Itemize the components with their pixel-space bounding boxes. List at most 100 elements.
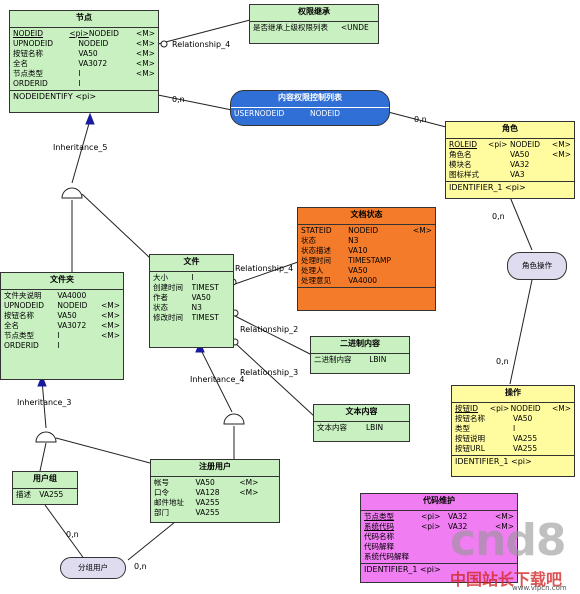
attribute-row: 系统代码解释 — [364, 552, 409, 561]
inheritance-label: Inheritance_3 — [17, 398, 72, 407]
relationship-label: Relationship_2 — [240, 325, 299, 334]
inheritance-label: Inheritance_4 — [190, 375, 245, 384]
entity-identifier: IDENTIFIER_1 <pi> — [361, 563, 517, 575]
cardinality-label: 0,n — [134, 562, 147, 571]
cardinality-label: 0,n — [172, 95, 185, 104]
entity-title: 角色 — [446, 122, 574, 139]
entity-attributes: 节点类型<pi>VA32<M> 系统代码<pi>VA32<M> 代码名称 代码解… — [361, 511, 517, 563]
entity-title: 二进制内容 — [311, 337, 409, 354]
entity-identifier: IDENTIFIER_1 <pi> — [452, 455, 574, 467]
attribute-row: 系统代码<pi>VA32<M> — [364, 522, 514, 531]
entity-title: 权限继承 — [250, 5, 378, 22]
entity-perm-inherit[interactable]: 权限继承 是否继承上级权限列表<UNDE — [249, 4, 379, 44]
relationship-label: Relationship_4 — [172, 40, 231, 49]
entity-title: 文档状态 — [298, 208, 435, 225]
entity-identifier: IDENTIFIER_1 <pi> — [446, 181, 574, 193]
attribute-row: 节点类型<pi>VA32<M> — [364, 512, 514, 521]
entity-title: 内容权限控制列表 — [231, 91, 389, 108]
watermark-site: 中国站长下载吧 — [450, 570, 563, 589]
relationship-label: Relationship_4 — [235, 264, 294, 273]
watermark-url: www.vipcn.com — [512, 584, 567, 592]
entity-code[interactable]: 代码维护 节点类型<pi>VA32<M> 系统代码<pi>VA32<M> 代码名… — [360, 493, 518, 583]
entity-title: 操作 — [452, 386, 574, 403]
entity-title: 节点 — [10, 11, 158, 28]
entity-identifier: NODEIDENTIFY <pi> — [10, 90, 158, 102]
cardinality-label: 0,n — [414, 115, 427, 124]
entity-title: 文件 — [150, 255, 233, 272]
cardinality-label: 0,n — [496, 357, 509, 366]
relationship-label: Relationship_3 — [240, 368, 299, 377]
cardinality-label: 0,n — [66, 530, 79, 539]
attribute-row: 是否继承上级权限列表<UNDE — [253, 23, 369, 32]
cardinality-label: 0,n — [492, 212, 505, 221]
inheritance-label: Inheritance_5 — [53, 143, 108, 152]
entity-title: 文本内容 — [314, 405, 409, 422]
entity-title: 代码维护 — [361, 494, 517, 511]
entity-title: 用户组 — [13, 472, 77, 489]
watermark-brand: cnd8 — [450, 515, 567, 566]
attribute-row: NODEID<pi>NODEID<M> — [13, 29, 155, 38]
attribute-row: ROLEID<pi>NODEID<M> — [449, 140, 571, 149]
attribute-row: 代码名称 — [364, 532, 394, 541]
entity-title: 注册用户 — [151, 460, 279, 477]
attribute-row: 代码解释 — [364, 542, 394, 551]
association-role-op[interactable]: 角色操作 — [507, 252, 567, 280]
entity-footer — [298, 287, 435, 298]
association-group-user[interactable]: 分组用户 — [60, 557, 126, 579]
